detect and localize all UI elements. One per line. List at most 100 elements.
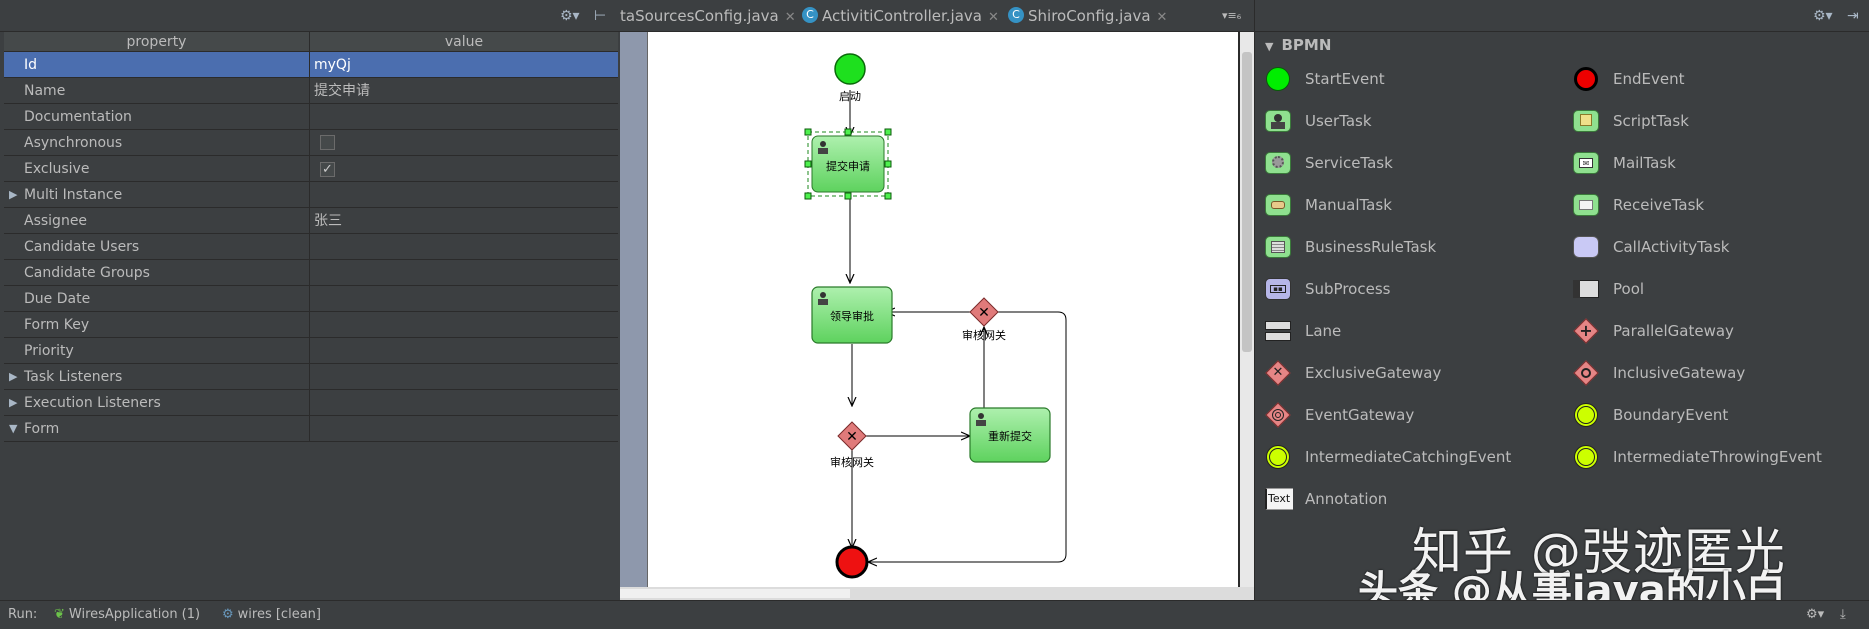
palette-item-annotation[interactable]: Text Annotation <box>1265 484 1387 514</box>
subprocess-icon: ▪▪ <box>1265 276 1291 302</box>
property-row-id[interactable]: Id myQj <box>4 52 618 78</box>
due-date-field[interactable] <box>310 286 618 311</box>
property-row-task-listeners[interactable]: ▶ Task Listeners <box>4 364 618 390</box>
property-column-header[interactable]: property <box>4 32 310 51</box>
gear-icon[interactable]: ⚙▾ <box>1813 8 1833 24</box>
task-submit[interactable]: 提交申请 <box>804 128 892 200</box>
tabs-overflow-menu[interactable]: ▾≡₆ <box>1222 9 1242 22</box>
exclusive-gateway-review-1[interactable]: ✕ 审核网关 <box>830 421 874 469</box>
palette-item-start-event[interactable]: StartEvent <box>1265 64 1385 94</box>
candidate-users-field[interactable] <box>310 234 618 259</box>
palette-item-service-task[interactable]: ServiceTask <box>1265 148 1393 178</box>
property-row-name[interactable]: Name 提交申请 <box>4 78 618 104</box>
expand-arrow-icon[interactable]: ▶ <box>9 396 18 409</box>
property-key: Candidate Groups <box>4 260 310 285</box>
gear-icon: ⚙ <box>222 607 234 622</box>
palette-item-user-task[interactable]: UserTask <box>1265 106 1372 136</box>
property-row-assignee[interactable]: Assignee 张三 <box>4 208 618 234</box>
tab-datasources-config[interactable]: taSourcesConfig.java ✕ <box>620 0 796 31</box>
property-key: Assignee <box>4 208 310 233</box>
exclusive-checkbox[interactable]: ✓ <box>320 162 335 177</box>
property-row-form[interactable]: ▼ Form <box>4 416 618 442</box>
scrollbar-thumb[interactable] <box>620 589 850 598</box>
palette-item-intermediate-catching-event[interactable]: IntermediateCatchingEvent <box>1265 442 1511 472</box>
diagram-canvas[interactable]: 启动 提交申请 <box>648 32 1238 587</box>
exclusive-value: ✓ <box>310 156 618 181</box>
palette-item-receive-task[interactable]: ReceiveTask <box>1573 190 1704 220</box>
name-field[interactable]: 提交申请 <box>314 83 370 99</box>
palette-item-subprocess[interactable]: ▪▪ SubProcess <box>1265 274 1390 304</box>
hide-panel-icon[interactable]: ⤓ <box>1840 607 1846 622</box>
property-row-candidate-users[interactable]: Candidate Users <box>4 234 618 260</box>
spring-boot-icon: ❦ <box>54 607 65 622</box>
gear-icon[interactable]: ⚙▾ <box>560 8 580 24</box>
property-row-candidate-groups[interactable]: Candidate Groups <box>4 260 618 286</box>
task-leader-approval[interactable]: 领导审批 <box>811 286 893 344</box>
palette-item-boundary-event[interactable]: BoundaryEvent <box>1573 400 1728 430</box>
property-row-form-key[interactable]: Form Key <box>4 312 618 338</box>
property-row-exclusive[interactable]: Exclusive ✓ <box>4 156 618 182</box>
palette-item-label: ExclusiveGateway <box>1305 364 1442 382</box>
close-icon[interactable]: ✕ <box>1156 10 1168 25</box>
palette-item-label: IntermediateThrowingEvent <box>1613 448 1822 466</box>
tab-label: taSourcesConfig.java <box>620 7 779 25</box>
palette-item-parallel-gateway[interactable]: + ParallelGateway <box>1573 316 1734 346</box>
property-row-execution-listeners[interactable]: ▶ Execution Listeners <box>4 390 618 416</box>
task-resubmit[interactable]: 重新提交 <box>969 407 1051 463</box>
hide-panel-icon[interactable]: ⇥ <box>1847 8 1859 24</box>
expand-arrow-icon[interactable]: ▶ <box>9 370 18 383</box>
palette-item-event-gateway[interactable]: EventGateway <box>1265 400 1414 430</box>
palette-item-exclusive-gateway[interactable]: ✕ ExclusiveGateway <box>1265 358 1441 388</box>
property-row-asynchronous[interactable]: Asynchronous <box>4 130 618 156</box>
vertical-scrollbar[interactable] <box>1240 32 1254 587</box>
end-event[interactable] <box>835 545 869 579</box>
collapse-arrow-icon[interactable]: ▼ <box>9 422 18 435</box>
bpmn-diagram[interactable]: 启动 提交申请 <box>648 32 1238 587</box>
inclusive-gateway-icon <box>1573 360 1599 386</box>
user-icon <box>818 141 828 154</box>
palette-item-lane[interactable]: Lane <box>1265 316 1341 346</box>
palette-item-end-event[interactable]: EndEvent <box>1573 64 1684 94</box>
exclusive-gateway-review-2[interactable]: ✕ 审核网关 <box>962 297 1006 342</box>
bpmn-group-header[interactable]: ▼BPMN <box>1265 36 1331 54</box>
palette-item-call-activity-task[interactable]: CallActivityTask <box>1573 232 1729 262</box>
gear-icon[interactable]: ⚙▾ <box>1806 607 1825 622</box>
property-key: Priority <box>4 338 310 363</box>
palette-item-script-task[interactable]: ScriptTask <box>1573 106 1689 136</box>
assignee-field[interactable]: 张三 <box>314 213 342 229</box>
property-row-documentation[interactable]: Documentation <box>4 104 618 130</box>
close-icon[interactable]: ✕ <box>988 10 999 25</box>
pin-icon[interactable]: ⊢ <box>594 8 607 24</box>
expand-arrow-icon[interactable]: ▶ <box>9 188 18 201</box>
horizontal-scrollbar[interactable] <box>620 587 1254 600</box>
asynchronous-checkbox[interactable] <box>320 135 335 150</box>
property-row-priority[interactable]: Priority <box>4 338 618 364</box>
documentation-field[interactable] <box>310 104 618 129</box>
palette-item-intermediate-throwing-event[interactable]: IntermediateThrowingEvent <box>1573 442 1822 472</box>
close-icon[interactable]: ✕ <box>784 10 796 25</box>
start-event[interactable] <box>834 53 866 85</box>
palette-item-manual-task[interactable]: ManualTask <box>1265 190 1392 220</box>
candidate-groups-field[interactable] <box>310 260 618 285</box>
service-task-icon <box>1265 150 1291 176</box>
scrollbar-thumb[interactable] <box>1242 52 1252 352</box>
palette-item-mail-task[interactable]: ✉ MailTask <box>1573 148 1676 178</box>
id-field[interactable]: myQj <box>314 57 351 73</box>
flow-gateway2-to-end[interactable] <box>868 311 1067 562</box>
palette-item-label: EventGateway <box>1305 406 1415 424</box>
value-column-header[interactable]: value <box>444 34 484 50</box>
property-row-due-date[interactable]: Due Date <box>4 286 618 312</box>
parallel-gateway-icon: + <box>1573 318 1599 344</box>
property-row-multi-instance[interactable]: ▶ Multi Instance <box>4 182 618 208</box>
run-tab-wires-application[interactable]: ❦WiresApplication (1) <box>54 601 200 629</box>
palette-item-inclusive-gateway[interactable]: InclusiveGateway <box>1573 358 1745 388</box>
palette-item-label: ManualTask <box>1305 196 1392 214</box>
form-key-field[interactable] <box>310 312 618 337</box>
palette-item-business-rule-task[interactable]: BusinessRuleTask <box>1265 232 1436 262</box>
property-key: Execution Listeners <box>4 390 310 415</box>
priority-field[interactable] <box>310 338 618 363</box>
palette-item-pool[interactable]: Pool <box>1573 274 1644 304</box>
run-tab-wires-clean[interactable]: ⚙wires [clean] <box>222 601 321 629</box>
